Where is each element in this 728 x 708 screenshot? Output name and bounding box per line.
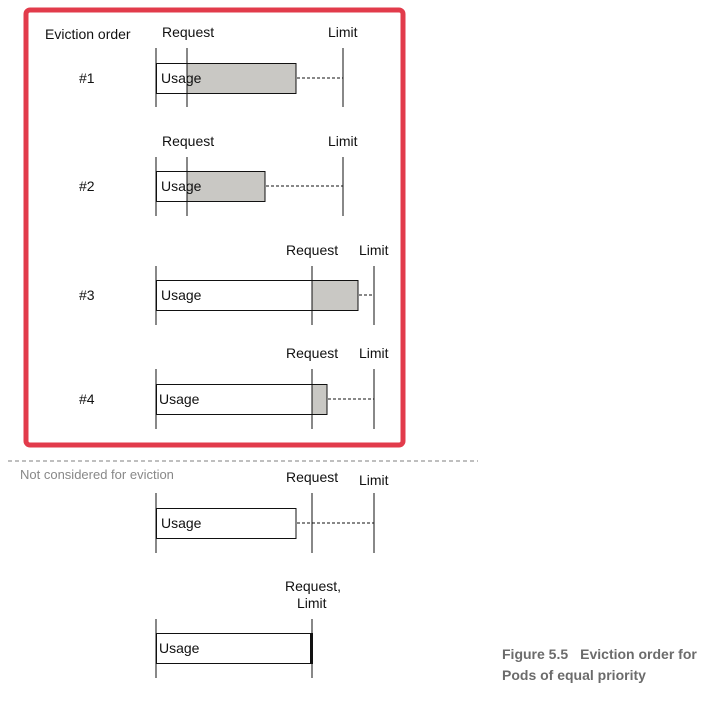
pod-row-not-evicted-2: Request, Limit Usage	[155, 578, 341, 678]
over-request-fill	[187, 171, 265, 202]
request-label: Request	[286, 345, 338, 361]
usage-bar	[156, 63, 297, 94]
not-considered-heading: Not considered for eviction	[20, 467, 174, 482]
limit-label: Limit	[328, 133, 358, 149]
over-request-fill	[312, 280, 358, 311]
usage-label: Usage	[161, 70, 202, 86]
over-request-fill	[187, 63, 296, 94]
pod-row-4: #4 Request Limit Usage	[79, 345, 389, 429]
eviction-order-heading: Eviction order	[45, 26, 131, 42]
request-limit-label-line1: Request,	[285, 578, 341, 594]
rank-label: #3	[79, 287, 95, 303]
pod-row-not-evicted-1: Request Limit Usage	[155, 469, 389, 553]
over-request-fill	[312, 384, 327, 415]
caption-line-1: Figure 5.5 Eviction order for	[502, 644, 726, 665]
limit-label: Limit	[359, 242, 389, 258]
figure-number: Figure 5.5	[502, 646, 569, 662]
rank-label: #2	[79, 178, 95, 194]
usage-bar	[156, 508, 297, 539]
limit-label: Limit	[359, 472, 389, 488]
request-label: Request	[162, 24, 214, 40]
eviction-highlight-frame	[23, 7, 406, 448]
usage-bar	[156, 633, 312, 664]
usage-bar	[156, 384, 328, 415]
usage-label: Usage	[161, 178, 202, 194]
limit-label: Limit	[359, 345, 389, 361]
request-label: Request	[286, 242, 338, 258]
usage-bar	[156, 171, 266, 202]
usage-label: Usage	[159, 391, 200, 407]
rank-label: #1	[79, 70, 95, 86]
pod-row-1: #1 Request Limit Usage	[79, 24, 358, 107]
figure-caption: Figure 5.5 Eviction order for Pods of equ…	[502, 644, 726, 686]
pod-row-2: #2 Request Limit Usage	[79, 133, 358, 216]
usage-label: Usage	[159, 640, 200, 656]
rank-label: #4	[79, 391, 95, 407]
caption-text-2: Pods of equal priority	[502, 667, 646, 683]
limit-label: Limit	[328, 24, 358, 40]
usage-label: Usage	[161, 515, 202, 531]
request-limit-label-line2: Limit	[297, 595, 327, 611]
usage-bar	[156, 280, 359, 311]
request-label: Request	[162, 133, 214, 149]
pod-row-3: #3 Request Limit Usage	[79, 242, 389, 325]
usage-label: Usage	[161, 287, 202, 303]
request-label: Request	[286, 469, 338, 485]
caption-text-1: Eviction order for	[580, 646, 697, 662]
request-limit-marker	[310, 633, 313, 664]
